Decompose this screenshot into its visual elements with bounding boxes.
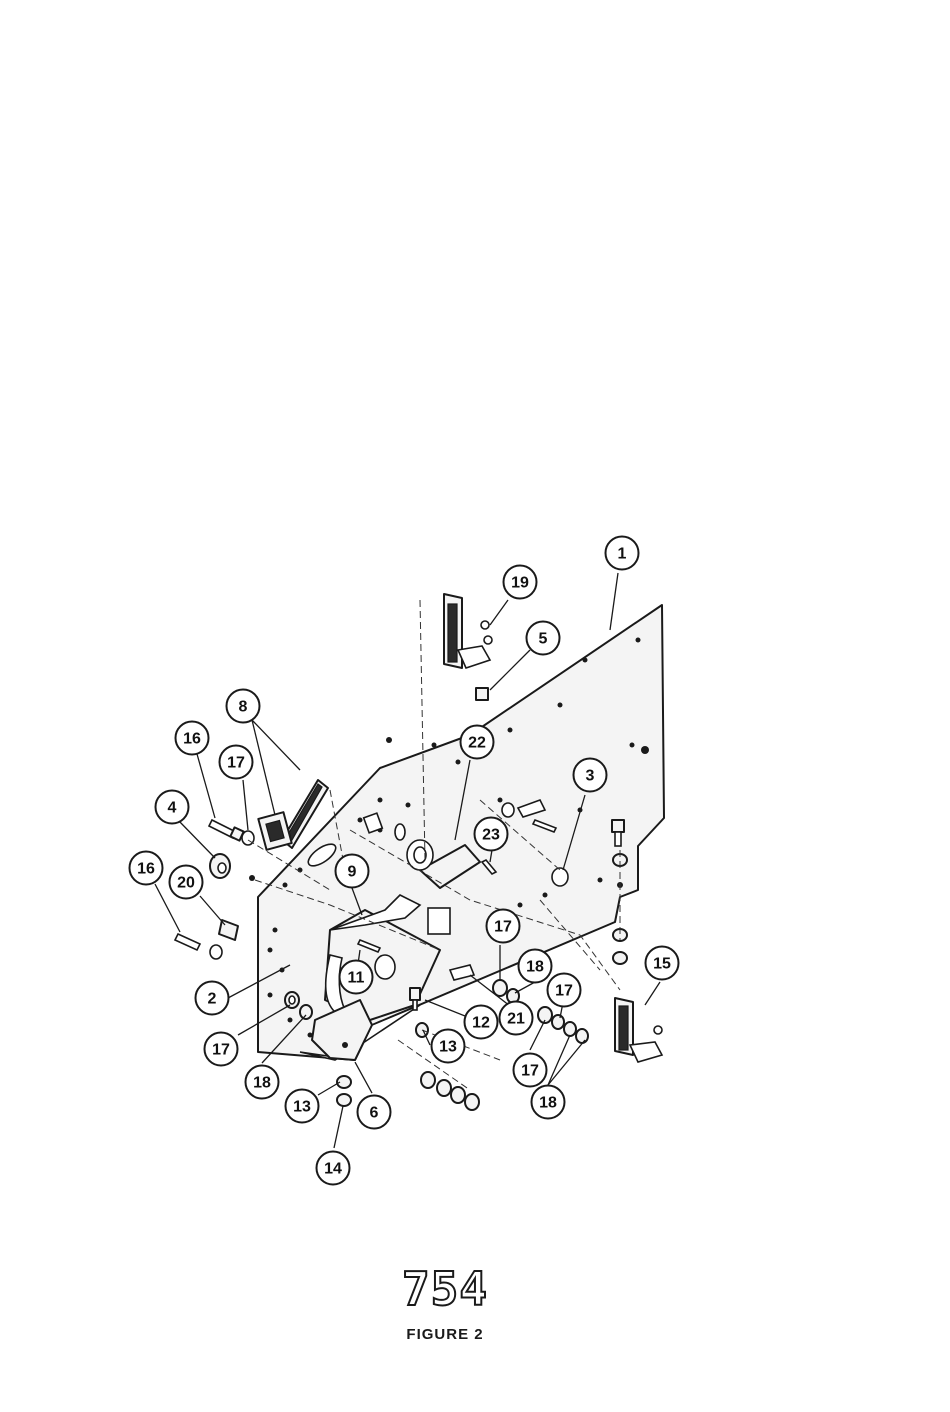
callout-14: 14 bbox=[317, 1152, 350, 1185]
callout-number: 17 bbox=[227, 755, 245, 772]
callout-13: 13 bbox=[432, 1030, 465, 1063]
callout-number: 22 bbox=[468, 735, 486, 752]
callout-number: 18 bbox=[526, 959, 544, 976]
callout-17: 17 bbox=[487, 910, 520, 943]
callout-17: 17 bbox=[514, 1054, 547, 1087]
callout-number: 4 bbox=[168, 800, 177, 817]
callout-6: 6 bbox=[358, 1096, 391, 1129]
callout-number: 17 bbox=[212, 1042, 230, 1059]
callout-number: 11 bbox=[348, 970, 365, 987]
callout-number: 9 bbox=[348, 864, 357, 881]
callout-number: 15 bbox=[653, 956, 671, 973]
callout-15: 15 bbox=[646, 947, 679, 980]
callout-number: 3 bbox=[586, 768, 595, 785]
callout-20: 20 bbox=[170, 866, 203, 899]
callout-1: 1 bbox=[606, 537, 639, 570]
callout-17: 17 bbox=[548, 974, 581, 1007]
top-connector-assembly bbox=[444, 594, 492, 668]
callout-11: 11 bbox=[340, 961, 373, 994]
callout-17: 17 bbox=[220, 746, 253, 779]
callout-13: 13 bbox=[286, 1090, 319, 1123]
callout-number: 19 bbox=[511, 575, 529, 592]
callout-number: 13 bbox=[439, 1039, 457, 1056]
figure-label: FIGURE 2 bbox=[0, 1326, 890, 1343]
callout-number: 1 bbox=[618, 546, 627, 563]
callout-5: 5 bbox=[527, 622, 560, 655]
callout-number: 23 bbox=[482, 827, 500, 844]
callout-19: 19 bbox=[504, 566, 537, 599]
callout-17: 17 bbox=[205, 1033, 238, 1066]
callout-4: 4 bbox=[156, 791, 189, 824]
callout-23: 23 bbox=[475, 818, 508, 851]
callout-number: 16 bbox=[137, 861, 155, 878]
callout-number: 17 bbox=[494, 919, 512, 936]
callout-number: 13 bbox=[293, 1099, 311, 1116]
callout-9: 9 bbox=[336, 855, 369, 888]
right-connector-assembly bbox=[615, 998, 662, 1062]
callout-18: 18 bbox=[519, 950, 552, 983]
callout-number: 17 bbox=[521, 1063, 539, 1080]
callout-number: 21 bbox=[507, 1011, 525, 1028]
callout-16: 16 bbox=[176, 722, 209, 755]
callout-21: 21 bbox=[500, 1002, 533, 1035]
callout-number: 17 bbox=[555, 983, 573, 1000]
callout-number: 18 bbox=[253, 1075, 271, 1092]
callout-number: 16 bbox=[183, 731, 201, 748]
callout-number: 14 bbox=[324, 1161, 342, 1178]
callout-number: 5 bbox=[539, 631, 548, 648]
callout-number: 6 bbox=[370, 1105, 379, 1122]
callout-18: 18 bbox=[532, 1086, 565, 1119]
callout-18: 18 bbox=[246, 1066, 279, 1099]
callout-number: 18 bbox=[539, 1095, 557, 1112]
spacer-3 bbox=[552, 868, 568, 886]
callout-12: 12 bbox=[465, 1006, 498, 1039]
callout-number: 8 bbox=[239, 699, 248, 716]
plate-hole-round bbox=[395, 824, 405, 840]
callout-16: 16 bbox=[130, 852, 163, 885]
main-side-plate bbox=[258, 605, 664, 1060]
callout-8: 8 bbox=[227, 690, 260, 723]
callout-2: 2 bbox=[196, 982, 229, 1015]
callout-22: 22 bbox=[461, 726, 494, 759]
callout-number: 12 bbox=[472, 1015, 490, 1032]
document-number: 754 bbox=[0, 1262, 890, 1316]
callout-number: 20 bbox=[177, 875, 195, 892]
switch-block bbox=[428, 908, 450, 934]
callout-number: 2 bbox=[208, 991, 217, 1008]
callout-3: 3 bbox=[574, 759, 607, 792]
